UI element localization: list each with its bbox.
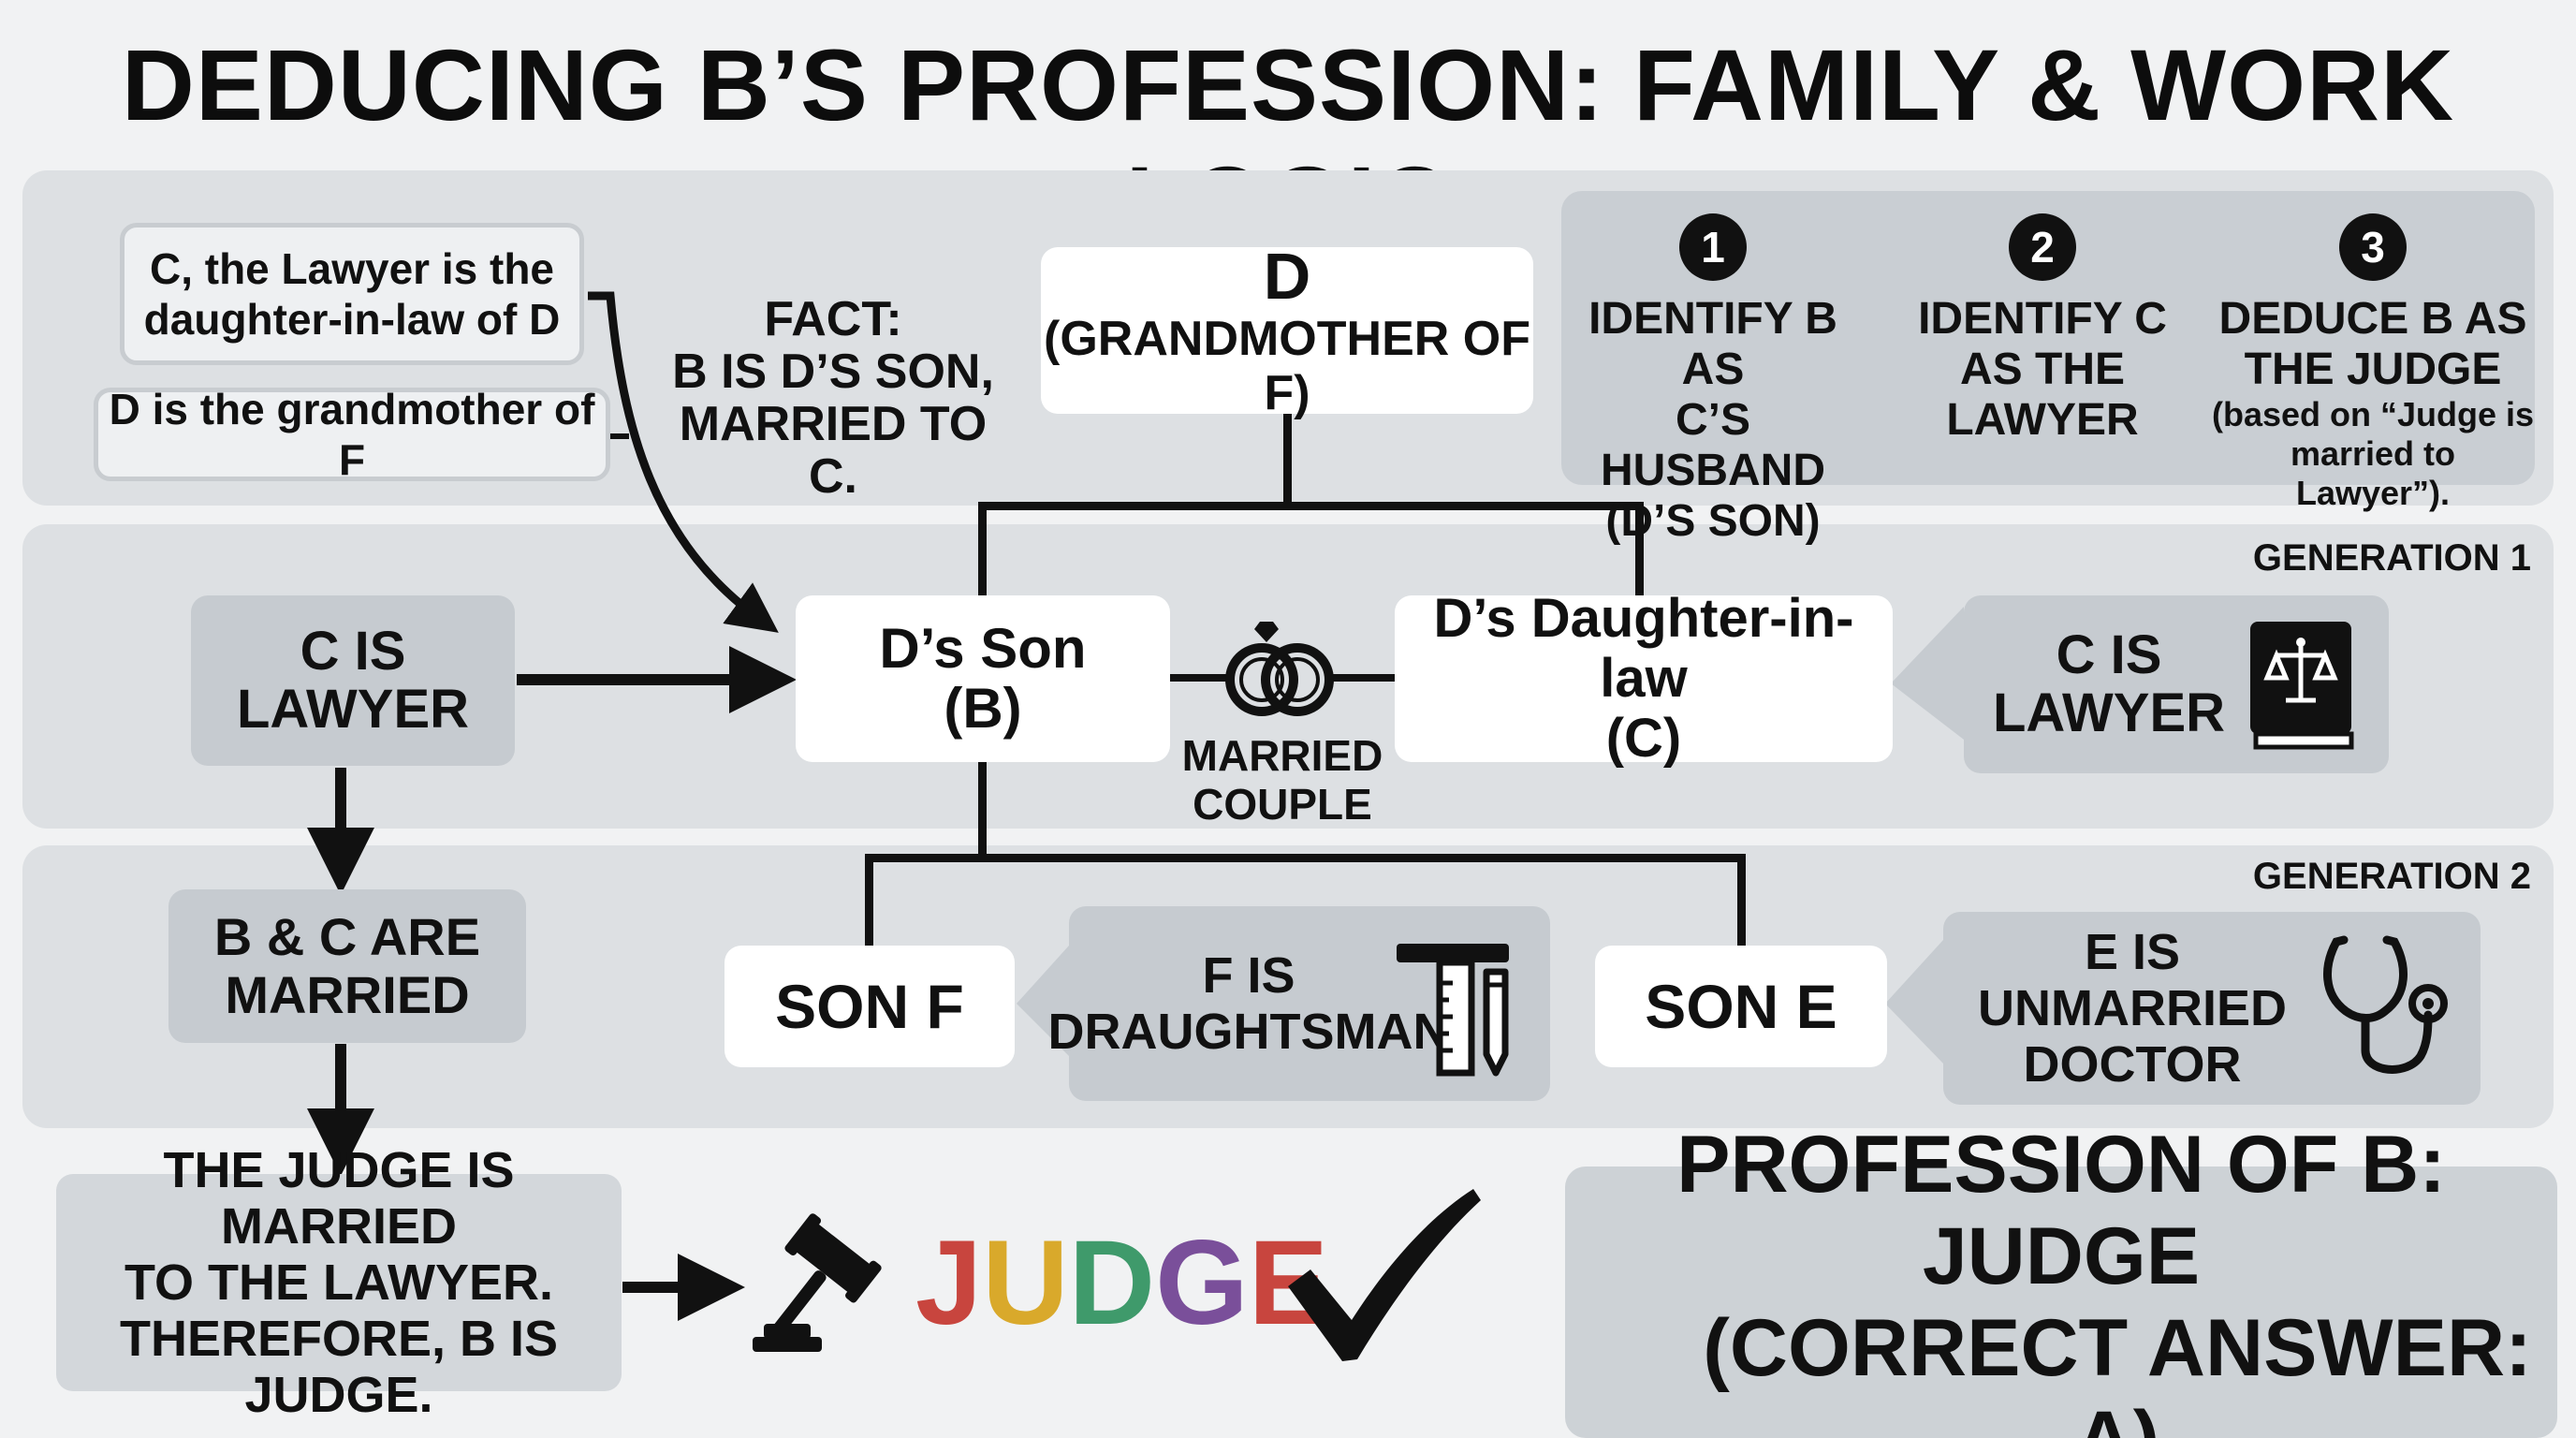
judge-letter-g: G bbox=[1155, 1215, 1249, 1350]
b-c-married-box: B & C ARE MARRIED bbox=[168, 889, 526, 1043]
fact-text: FACT: B IS D’S SON, MARRIED TO C. bbox=[672, 292, 994, 504]
node-d-son-b: D’s Son (B) bbox=[796, 595, 1170, 762]
checkmark-icon bbox=[1288, 1189, 1481, 1361]
tree-line-d-down bbox=[1283, 412, 1292, 506]
pointer-right-lawyer bbox=[1891, 607, 1964, 740]
step-1: 1 IDENTIFY B AS C’S HUSBAND (D’S SON) bbox=[1573, 213, 1853, 547]
node-daughter-in-law-c: D’s Daughter-in-law (C) bbox=[1395, 589, 1893, 769]
judge-letter-u: U bbox=[982, 1215, 1069, 1350]
rings-icon bbox=[1225, 622, 1334, 716]
judge-word: J U D G E bbox=[915, 1208, 1328, 1357]
answer-panel: PROFESSION OF B: JUDGE (CORRECT ANSWER: … bbox=[1565, 1120, 2557, 1438]
node-son-e: SON E bbox=[1595, 946, 1887, 1067]
tree-line-dil-up bbox=[1635, 502, 1644, 595]
stethoscope-icon bbox=[2323, 935, 2448, 1074]
e-doctor-box: E IS UNMARRIED DOCTOR bbox=[1943, 912, 2481, 1105]
tree-line-couple-right bbox=[1329, 674, 1395, 682]
node-son-f: SON F bbox=[724, 946, 1015, 1067]
tree-line-son-b-up bbox=[978, 502, 987, 595]
arrow-note-to-son-b bbox=[588, 291, 779, 633]
note-c-lawyer: C, the Lawyer is the daughter-in-law of … bbox=[120, 223, 584, 365]
c-is-lawyer-right: C IS LAWYER bbox=[1964, 595, 2389, 773]
tree-line-son-e-up bbox=[1737, 854, 1746, 947]
answer-line-1: PROFESSION OF B: JUDGE bbox=[1676, 1120, 2446, 1301]
judge-letter-d: D bbox=[1068, 1215, 1156, 1350]
judge-conclusion-box: THE JUDGE IS MARRIED TO THE LAWYER. THER… bbox=[56, 1142, 622, 1423]
tree-line-gen2-horizontal bbox=[865, 854, 1746, 862]
step-3: 3 DEDUCE B AS THE JUDGE (based on “Judge… bbox=[2211, 213, 2535, 513]
generation-2-label: GENERATION 2 bbox=[2252, 856, 2531, 897]
f-draughtsman-box: F IS DRAUGHTSMAN bbox=[1048, 906, 1550, 1101]
law-book-icon bbox=[2250, 622, 2354, 750]
tree-line-son-f-up bbox=[865, 854, 873, 947]
pointer-e-info bbox=[1885, 940, 1943, 1064]
note-d-grandmother: D is the grandmother of F bbox=[94, 385, 610, 484]
c-is-lawyer-left: C IS LAWYER bbox=[191, 595, 515, 766]
pointer-f-info bbox=[1017, 946, 1069, 1056]
judge-letter-j: J bbox=[915, 1215, 983, 1350]
step-2-number: 2 bbox=[2009, 213, 2076, 281]
answer-line-2: (CORRECT ANSWER: A) bbox=[1703, 1303, 2532, 1438]
ruler-pencil-icon bbox=[1397, 944, 1509, 1077]
step-2: 2 IDENTIFY C AS THE LAWYER bbox=[1911, 213, 2174, 446]
tree-line-couple-left bbox=[1170, 674, 1226, 682]
node-d: D (GRANDMOTHER OF F) bbox=[1041, 241, 1533, 420]
married-couple-label: MARRIED COUPLE bbox=[1181, 731, 1383, 829]
step-1-number: 1 bbox=[1679, 213, 1747, 281]
tree-line-b-down bbox=[978, 760, 987, 858]
gavel-icon bbox=[753, 1213, 882, 1352]
step-3-number: 3 bbox=[2339, 213, 2407, 281]
generation-1-label: GENERATION 1 bbox=[2252, 537, 2531, 579]
tree-line-gen1-horizontal bbox=[978, 502, 1644, 510]
